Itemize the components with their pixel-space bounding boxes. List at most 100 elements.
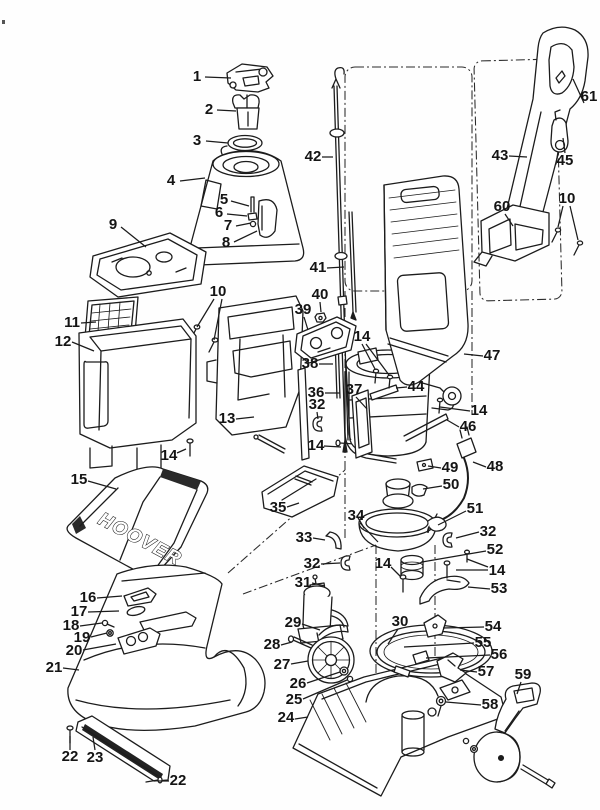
leader-line-10: [557, 205, 564, 228]
leader-line-27: [290, 660, 309, 665]
part-number-1: 1: [193, 68, 201, 85]
leader-line-11: [80, 321, 97, 324]
part-number-14: 14: [375, 555, 392, 572]
part-number-52: 52: [487, 541, 504, 558]
leader-line-31: [311, 582, 326, 587]
part-number-46: 46: [460, 418, 477, 435]
leader-line-61: [572, 78, 585, 104]
part-number-29: 29: [285, 614, 302, 631]
part-2-tank-cap: [232, 94, 260, 130]
part-number-12: 12: [55, 333, 72, 350]
part-50-clip: [411, 483, 428, 497]
part-number-55: 55: [475, 634, 492, 651]
part-number-59: 59: [515, 666, 532, 683]
leader-line-39: [303, 316, 309, 331]
leader-line-14: [365, 343, 390, 376]
part-number-26: 26: [290, 675, 307, 692]
part-14-motor-bolts: [372, 368, 444, 414]
leader-line-10: [213, 298, 223, 341]
part-60-bracket: [473, 204, 550, 267]
leader-line-51: [437, 510, 467, 526]
leader-line-23: [92, 736, 96, 751]
leader-line-2: [216, 109, 237, 112]
leader-line-20: [82, 643, 117, 651]
leader-line-15: [87, 480, 117, 490]
leader-line-6: [226, 213, 248, 217]
part-24-base: [292, 657, 507, 797]
leader-line-34: [359, 522, 379, 543]
leader-line-26: [306, 671, 341, 684]
part-42-rod: [329, 66, 349, 453]
part-3-oring: [227, 134, 263, 152]
part-44-strip: [369, 384, 399, 401]
leader-line-14: [361, 343, 376, 370]
part-46-stick: [403, 413, 449, 442]
leader-line-53: [467, 586, 491, 590]
part-number-39: 39: [295, 301, 312, 318]
part-9-lid: [89, 232, 207, 298]
part-number-2: 2: [205, 101, 213, 118]
leader-line-14: [323, 445, 342, 448]
part-number-50: 50: [443, 476, 460, 493]
part-number-18: 18: [63, 617, 80, 634]
part-number-32: 32: [309, 396, 326, 413]
part-56-tab: [412, 650, 430, 665]
leader-line-29: [301, 623, 321, 631]
leader-line-30: [387, 628, 399, 645]
leader-line-46: [446, 419, 460, 428]
part-number-32: 32: [304, 555, 321, 572]
part-number-15: 15: [71, 471, 88, 488]
part-number-9: 9: [109, 216, 117, 233]
part-number-4: 4: [167, 172, 176, 189]
part-52-cup: [400, 554, 424, 581]
part-number-14: 14: [489, 562, 506, 579]
leader-line-14: [176, 448, 187, 454]
leader-line-14: [439, 406, 471, 412]
part-12-recovery-tank: [78, 318, 197, 483]
part-20-bezel: [117, 611, 197, 655]
leader-line-28: [280, 641, 293, 646]
leader-line-37: [355, 396, 368, 410]
part-number-53: 53: [491, 580, 508, 597]
part-16-latch: [123, 587, 157, 607]
part-33-elbow: [325, 531, 342, 550]
leader-line-56: [425, 654, 491, 659]
leader-line-59: [516, 681, 522, 695]
leader-line-32: [320, 562, 341, 565]
part-number-56: 56: [491, 646, 508, 663]
leader-line-18: [79, 622, 103, 627]
part-number-14: 14: [161, 447, 178, 464]
leader-line-14: [466, 558, 489, 568]
part-number-7: 7: [224, 217, 232, 234]
leader-line-55: [403, 642, 475, 648]
part-29-pipe: [316, 624, 349, 644]
leader-line-49: [427, 465, 442, 469]
part-27-wheel-left: [307, 636, 355, 684]
leader-line-43: [508, 155, 528, 158]
part-14-screw-hood: [186, 438, 194, 457]
part-1-handle-release: [226, 63, 274, 93]
leader-line-54: [442, 626, 485, 629]
part-26-washer-rear: [469, 744, 479, 754]
part-26-washer-left: [339, 666, 349, 676]
leader-line-5: [230, 200, 250, 207]
leader-line-14: [390, 566, 402, 578]
part-number-17: 17: [71, 603, 88, 620]
part-43-handle: [504, 26, 589, 259]
part-13-frame-bracket: [206, 295, 304, 436]
part-4-tank-housing: [187, 145, 305, 266]
leader-line-32: [316, 411, 319, 420]
part-19-washer: [106, 629, 114, 637]
part-54-block: [423, 614, 447, 638]
leader-line-17: [87, 610, 120, 613]
part-number-37: 37: [346, 381, 363, 398]
part-number-30: 30: [392, 613, 409, 630]
part-39-plate: [294, 316, 357, 364]
part-41-rod: [348, 211, 357, 321]
part-59-caster: [494, 682, 541, 734]
part-number-32: 32: [480, 523, 497, 540]
leader-line-10: [569, 205, 579, 241]
leader-line-10: [196, 298, 215, 328]
